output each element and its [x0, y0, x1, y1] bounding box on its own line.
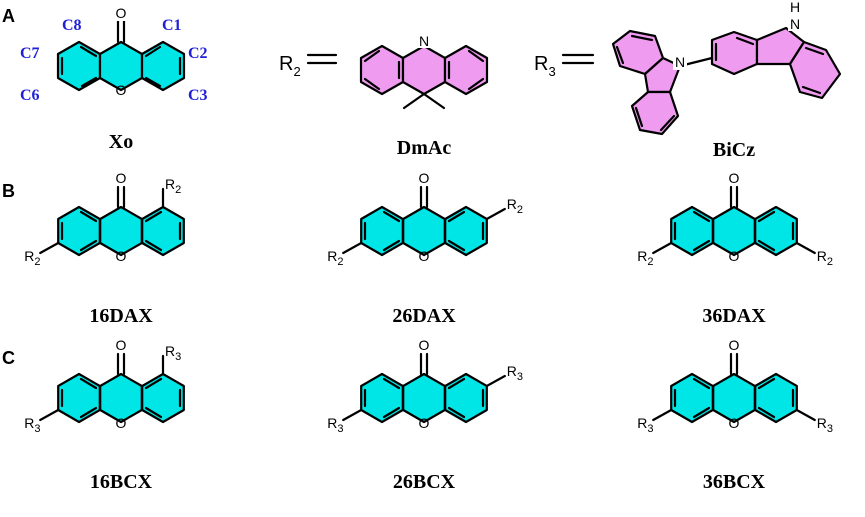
bicz-structure: R3 N N H [534, 0, 842, 136]
substituent-label: R2 [327, 248, 343, 268]
molecule-36dax: O O R2 R2 36DAX [637, 170, 833, 327]
carbonyl-oxygen: O [419, 170, 430, 186]
dmac-nitrogen: N [419, 33, 429, 49]
xanthone-ring [57, 205, 101, 257]
xanthone-ring [670, 372, 714, 424]
xanthone-ring [754, 372, 798, 424]
ring-oxygen: O [729, 415, 740, 431]
molecule-name: 36BCX [703, 471, 766, 493]
substituent-label: R2 [165, 176, 181, 196]
panel-label-c: C [2, 348, 15, 368]
carbonyl-oxygen: O [729, 170, 740, 186]
xanthone-ring [360, 205, 404, 257]
dmac-central-ring [401, 44, 447, 96]
molecule-36bcx: O O R3 R3 36BCX [637, 337, 833, 493]
carbonyl-oxygen: O [116, 337, 127, 353]
carbonyl-oxygen: O [116, 170, 127, 186]
molecule-name: 26DAX [392, 305, 456, 327]
substituent-label: R3 [327, 415, 343, 435]
molecule-name: 16DAX [89, 305, 153, 327]
substituent-label: R2 [507, 196, 523, 216]
bicz-ring-4 [788, 40, 842, 100]
bicz-name: BiCz [713, 139, 755, 161]
label-c2: C2 [188, 45, 208, 62]
panel-label-b: B [2, 181, 15, 201]
dmac-structure: R2 N [279, 33, 489, 110]
carbonyl-oxygen: O [729, 337, 740, 353]
label-c3: C3 [188, 87, 208, 104]
ring-oxygen: O [116, 82, 127, 98]
substituent-label: R3 [817, 415, 833, 435]
dmac-name: DmAc [397, 137, 452, 159]
xanthone-ring [754, 205, 798, 257]
bicz-ring-3 [710, 30, 759, 76]
substituent-label: R3 [24, 415, 40, 435]
xanthone-ring [444, 205, 488, 257]
label-c6: C6 [20, 87, 40, 104]
xanthone-right-ring [140, 40, 186, 92]
bicz-r-label: R3 [534, 53, 556, 79]
substituent-label: R3 [637, 415, 653, 435]
dmac-right-ring [443, 44, 489, 96]
ring-oxygen: O [116, 248, 127, 264]
ring-oxygen: O [729, 248, 740, 264]
label-c7: C7 [20, 45, 40, 62]
substituent-label: R2 [24, 248, 40, 268]
substituent-label: R2 [817, 248, 833, 268]
bicz-nh-nitrogen: N [790, 16, 800, 32]
xanthone-name: Xo [109, 131, 133, 153]
xanthone-ring [444, 372, 488, 424]
xanthone-ring [141, 205, 185, 257]
label-c8: C8 [62, 17, 82, 34]
substituent-label: R3 [165, 343, 181, 363]
xanthone-ring [57, 372, 101, 424]
bicz-nitrogen: N [675, 54, 685, 70]
ring-oxygen: O [419, 248, 430, 264]
dmac-left-ring [359, 44, 405, 96]
substituent-label: R2 [637, 248, 653, 268]
xanthone-left-ring [56, 40, 102, 92]
carbonyl-oxygen: O [419, 337, 430, 353]
ring-oxygen: O [116, 415, 127, 431]
panel-label-a: A [2, 6, 15, 26]
substituent-label: R3 [507, 363, 523, 383]
molecule-name: 26BCX [393, 471, 456, 493]
bicz-ring-2 [630, 90, 680, 136]
xanthone-ring [670, 205, 714, 257]
xanthone-ring [141, 372, 185, 424]
xanthone-ring [360, 372, 404, 424]
xanthone-structure: O O C1 C2 C3 C6 C7 C8 [20, 5, 208, 104]
ring-oxygen: O [419, 415, 430, 431]
molecule-name: 36DAX [702, 305, 766, 327]
dmac-r-label: R2 [279, 53, 301, 79]
label-c1: C1 [162, 17, 182, 34]
molecule-name: 16BCX [90, 471, 153, 493]
bicz-nh-hydrogen: H [790, 0, 800, 15]
carbonyl-oxygen: O [116, 5, 127, 21]
